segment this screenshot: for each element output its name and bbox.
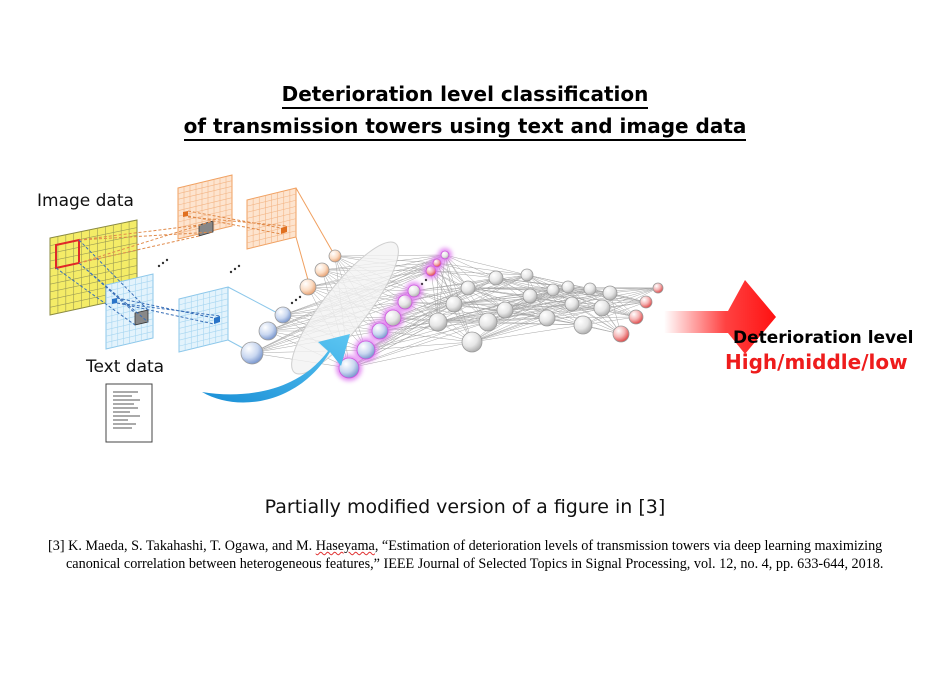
network-node-hidden-b-6: [488, 270, 504, 286]
network-node-hidden-c-3: [522, 288, 538, 304]
network-node-hidden-a-8: [438, 248, 452, 262]
blue-feature-map-1: [105, 273, 154, 350]
orange-to-orange-connector: [187, 210, 288, 235]
network-node-hidden-b-0: [461, 331, 483, 353]
network-node-hidden-c-5: [546, 283, 560, 297]
image-to-blue-connector: [55, 239, 149, 326]
network-node-input-3: [299, 278, 317, 296]
network-node-hidden-c-8: [561, 280, 575, 294]
network-node-hidden-c-1: [573, 315, 593, 335]
network-node-hidden-b-5: [460, 280, 476, 296]
network-node-hidden-c-2: [593, 299, 611, 317]
deterioration-level-classes: High/middle/low: [725, 350, 908, 374]
network-node-output-2: [639, 295, 653, 309]
network-node-output-3: [652, 282, 664, 294]
network-node-input-0: [240, 341, 264, 365]
network-node-input-4: [314, 262, 330, 278]
network-node-input-2: [274, 306, 292, 324]
text-document-icon: [105, 383, 153, 443]
ellipsis-dots: [157, 258, 428, 305]
network-node-hidden-a-1: [354, 338, 378, 362]
orange-feature-map-2: [246, 187, 297, 250]
image-data-label: Image data: [37, 191, 134, 211]
canonical-correlation-ellipse: [291, 241, 399, 375]
reference-citation: [3] K. Maeda, S. Takahashi, T. Ogawa, an…: [48, 538, 884, 572]
network-node-hidden-c-0: [538, 309, 556, 327]
figure-caption: Partially modified version of a figure i…: [264, 496, 666, 518]
blue-feature-map-2: [178, 286, 229, 353]
network-node-output-1: [628, 309, 644, 325]
deterioration-level-title: Deterioration level: [733, 328, 914, 348]
network-node-hidden-b-1: [478, 312, 498, 332]
network-node-output-0: [612, 325, 630, 343]
network-node-hidden-c-7: [602, 285, 618, 301]
network-node-input-5: [328, 249, 342, 263]
network-node-hidden-b-7: [520, 268, 534, 282]
network-node-hidden-b-4: [445, 295, 463, 313]
text-input-arrow: [202, 334, 350, 403]
network-node-hidden-c-4: [564, 296, 580, 312]
network-node-input-1: [258, 321, 278, 341]
title-line-2: of transmission towers using text and im…: [0, 114, 930, 141]
network-node-hidden-b-2: [496, 301, 514, 319]
author-name-underlined: Haseyama: [315, 538, 375, 554]
network-node-hidden-a-0: [336, 355, 362, 381]
title-line-1: Deterioration level classification: [0, 82, 930, 109]
network-node-hidden-a-5: [405, 282, 423, 300]
network-node-hidden-b-3: [428, 312, 448, 332]
orange-feature-map-1: [177, 174, 233, 240]
network-node-hidden-c-6: [583, 282, 597, 296]
network-node-hidden-a-3: [382, 307, 404, 329]
output-arrow: [664, 280, 776, 354]
text-data-label: Text data: [86, 357, 165, 377]
network-nodes: [240, 248, 664, 381]
image-to-orange-connector: [78, 220, 214, 264]
blue-to-blue-connector: [116, 297, 221, 325]
